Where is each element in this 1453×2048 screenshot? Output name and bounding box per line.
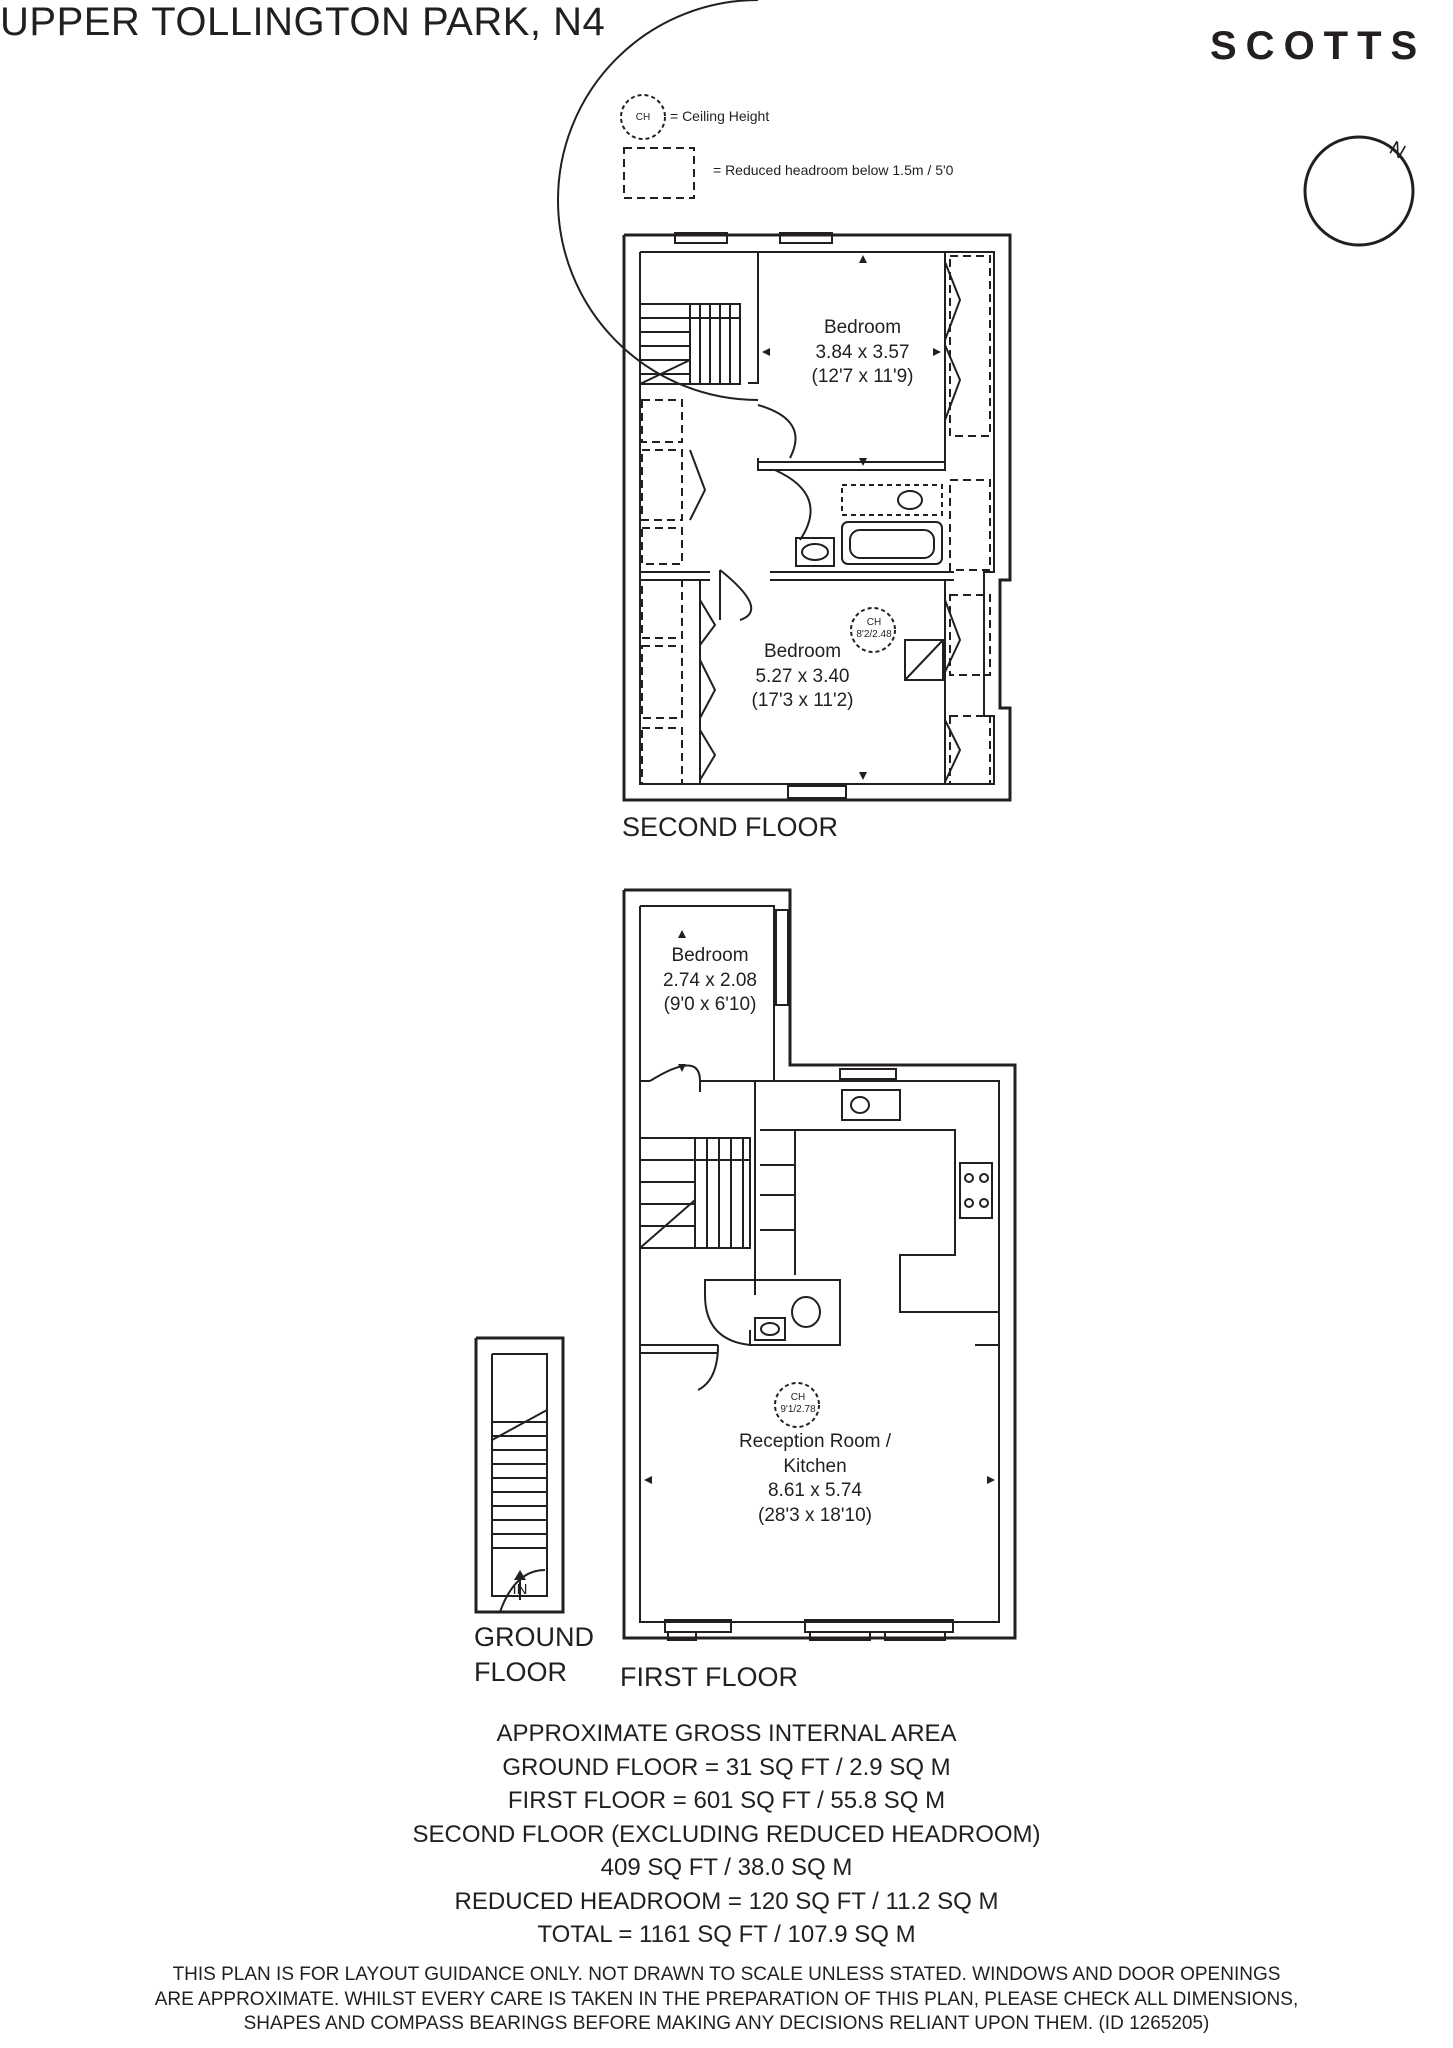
floor-label-ground: GROUND FLOOR — [474, 1620, 594, 1690]
area-heading: APPROXIMATE GROSS INTERNAL AREA — [496, 1720, 957, 1747]
page-title: UPPER TOLLINGTON PARK, N4 — [0, 0, 606, 44]
room-imperial: (17'3 x 11'2) — [751, 690, 854, 712]
floor-label-ground-line2: FLOOR — [474, 1657, 568, 1688]
room-imperial: (12'7 x 11'9) — [811, 366, 914, 388]
ceiling-height-second: CH 8'2/2.48 — [848, 617, 900, 641]
ch-value: 9'1/2.78 — [780, 1404, 816, 1415]
room-label-reception: Reception Room / Kitchen 8.61 x 5.74 (28… — [715, 1430, 915, 1529]
floor-label-ground-line1: GROUND — [474, 1622, 594, 1652]
compass-icon: N — [1303, 135, 1415, 247]
disclaimer: THIS PLAN IS FOR LAYOUT GUIDANCE ONLY. N… — [0, 1963, 1453, 2037]
room-name: Bedroom — [763, 641, 842, 662]
ceiling-height-marker-second — [850, 607, 896, 653]
room-label-second-bedroom-1: Bedroom 3.84 x 3.57 (12'7 x 11'9) — [790, 316, 935, 390]
floor-label-first: FIRST FLOOR — [620, 1662, 799, 1692]
room-metric: 8.61 x 5.74 — [767, 1480, 863, 1502]
area-reduced: REDUCED HEADROOM = 120 SQ FT / 11.2 SQ M — [454, 1887, 999, 1915]
area-ground: GROUND FLOOR = 31 SQ FT / 2.9 SQ M — [502, 1753, 951, 1781]
first-floor-plan — [622, 888, 1017, 1641]
room-label-first-bedroom: Bedroom 2.74 x 2.08 (9'0 x 6'10) — [640, 944, 780, 1018]
disclaimer-line1: THIS PLAN IS FOR LAYOUT GUIDANCE ONLY. N… — [172, 1964, 1281, 1985]
ground-floor-plan — [474, 1336, 565, 1614]
ch-value: 8'2/2.48 — [856, 629, 892, 640]
ceiling-height-marker-first — [774, 1382, 820, 1428]
compass-n-label: N — [1386, 137, 1410, 163]
area-second-line2: 409 SQ FT / 38.0 SQ M — [600, 1854, 853, 1881]
bathroom-fixtures — [795, 484, 943, 567]
legend-reduced-box — [623, 147, 695, 199]
ch-symbol: CH — [866, 617, 882, 628]
second-floor-plan — [557, 0, 1012, 802]
disclaimer-line2: ARE APPROXIMATE. WHILST EVERY CARE IS TA… — [154, 1988, 1299, 2010]
room-metric: 2.74 x 2.08 — [662, 969, 758, 991]
area-second-line1: SECOND FLOOR (EXCLUDING REDUCED HEADROOM… — [412, 1820, 1041, 1848]
room-name: Bedroom — [823, 317, 902, 338]
legend-ch-symbol: CH — [635, 112, 651, 123]
room-name: Bedroom — [671, 945, 749, 966]
ch-symbol: CH — [790, 1392, 806, 1403]
disclaimer-line3: SHAPES AND COMPASS BEARINGS BEFORE MAKIN… — [243, 2013, 1210, 2034]
legend-reduced-text: = Reduced headroom below 1.5m / 5'0 — [713, 162, 954, 178]
room-imperial: (9'0 x 6'10) — [663, 994, 757, 1016]
room-name: Reception Room / — [738, 1431, 892, 1452]
room-metric: 3.84 x 3.57 — [815, 341, 910, 363]
first-floor-stairs — [639, 1137, 751, 1249]
room-metric: 5.27 x 3.40 — [755, 665, 850, 687]
area-total: TOTAL = 1161 SQ FT / 107.9 SQ M — [537, 1921, 916, 1948]
floor-label-second: SECOND FLOOR — [622, 812, 839, 842]
ceiling-height-first: CH 9'1/2.78 — [772, 1392, 824, 1416]
brand-logo: SCOTTS — [1210, 24, 1427, 68]
room-imperial: (28'3 x 18'10) — [758, 1505, 872, 1527]
area-summary: APPROXIMATE GROSS INTERNAL AREA GROUND F… — [0, 1717, 1453, 1952]
room-name-2: Kitchen — [783, 1455, 847, 1477]
legend-ch-text: = Ceiling Height — [670, 108, 770, 124]
room-label-second-bedroom-2: Bedroom 5.27 x 3.40 (17'3 x 11'2) — [735, 640, 870, 714]
second-floor-stairs — [639, 303, 741, 385]
entrance-label: IN — [512, 1581, 528, 1598]
legend-ch-circle — [620, 94, 666, 140]
area-first: FIRST FLOOR = 601 SQ FT / 55.8 SQ M — [507, 1787, 946, 1814]
